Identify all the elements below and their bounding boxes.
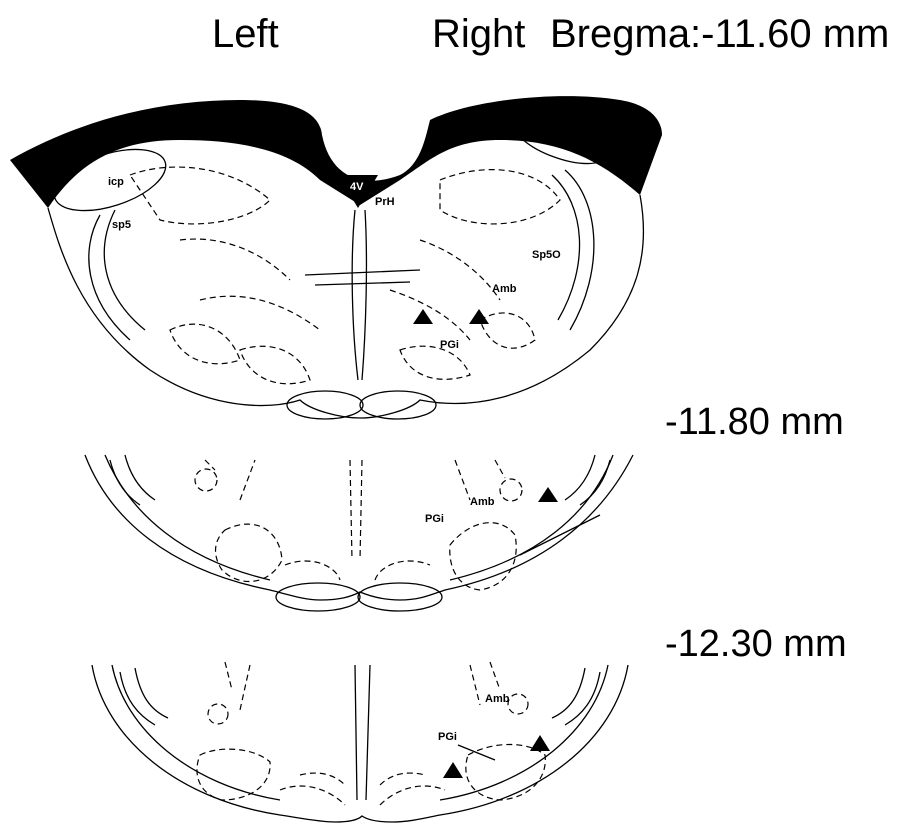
section-3-outline <box>92 665 628 822</box>
midline <box>355 665 370 800</box>
central-cross-lines <box>305 270 420 285</box>
dashed-region-right-small <box>508 694 528 714</box>
label-pgi: PGi <box>425 513 444 525</box>
label-amb: Amb <box>492 283 517 295</box>
section-2: Amb PGi <box>85 455 633 611</box>
dashed-region-right-3 <box>480 313 535 348</box>
midline <box>350 460 362 560</box>
midline <box>352 210 366 380</box>
section-3: Amb PGi <box>92 662 628 822</box>
label-sp5o: Sp5O <box>532 249 561 261</box>
section-2-diagonal-right <box>520 515 600 555</box>
dashed-ventral-detail <box>285 561 430 580</box>
section-1-outline <box>48 195 643 418</box>
section-3-inner-outline <box>112 665 608 800</box>
dashed-lines-left <box>225 662 250 710</box>
label-pgi: PGi <box>440 339 459 351</box>
dashed-region-right-1 <box>440 170 560 224</box>
dashed-region-left-2 <box>180 239 320 330</box>
label-icp: icp <box>108 176 124 188</box>
dashed-region-right-4 <box>400 346 470 379</box>
dashed-region-left-small <box>195 469 217 491</box>
label-amb: Amb <box>485 693 510 705</box>
label-pgi: PGi <box>438 731 457 743</box>
dashed-region-left-3 <box>170 324 240 364</box>
section-1: icp sp5 4V PrH Sp5O Amb PGi <box>10 96 662 419</box>
section-2-inner-outline <box>105 455 613 580</box>
dashed-region-left-4 <box>240 346 310 384</box>
label-4v: 4V <box>350 181 364 193</box>
dashed-region-left-1 <box>130 167 270 224</box>
label-sp5: sp5 <box>112 219 131 231</box>
label-amb: Amb <box>470 496 495 508</box>
dashed-region-left-small <box>208 704 228 724</box>
dashed-region-left-large <box>216 524 282 581</box>
label-prh: PrH <box>375 196 395 208</box>
section-3-lateral-right <box>552 668 600 725</box>
marker-triangle <box>413 309 433 324</box>
dashed-lines-right <box>455 460 505 500</box>
dorsal-black-band <box>10 96 662 208</box>
marker-triangle <box>469 309 489 324</box>
section-2-lateral-right <box>565 455 610 505</box>
marker-triangle <box>538 487 558 502</box>
section-2-outline <box>85 455 633 600</box>
dashed-region-right-2 <box>390 240 500 340</box>
dashed-region-left-large <box>197 749 270 800</box>
section-2-lateral-left <box>110 455 155 505</box>
marker-triangle <box>530 735 550 751</box>
pyramid-right <box>358 583 442 611</box>
pyramid-right <box>360 391 436 419</box>
dashed-ventral-detail <box>280 773 445 805</box>
pyramid-left <box>287 391 363 419</box>
marker-triangle <box>443 762 463 778</box>
section-3-lateral-left <box>120 668 168 725</box>
dashed-lines-left <box>205 460 255 500</box>
dashed-region-right-small <box>500 479 522 501</box>
